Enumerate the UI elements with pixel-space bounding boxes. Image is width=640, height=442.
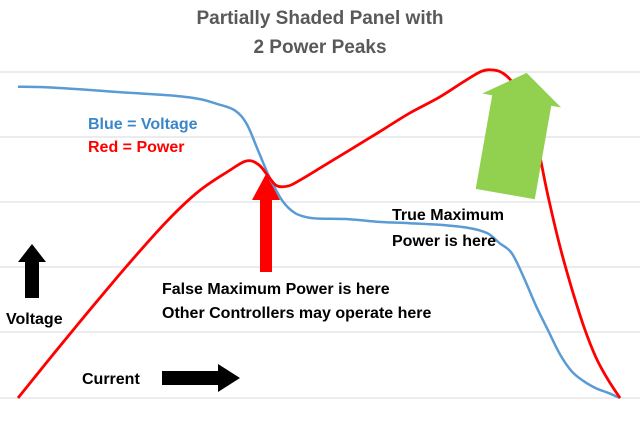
true-max-arrow [475, 72, 562, 200]
current-right-arrow [162, 364, 240, 392]
gridlines [0, 71, 640, 399]
x-axis-label: Current [82, 371, 140, 388]
power-line [16, 68, 622, 399]
true-max-label-line-2: Power is here [392, 233, 496, 250]
voltage-line [17, 85, 621, 400]
true-max-label-line-1: True Maximum [392, 207, 504, 224]
legend-voltage: Blue = Voltage [88, 116, 198, 133]
series-group [16, 68, 622, 400]
chart-title-line-1: Partially Shaded Panel with [196, 8, 443, 29]
voltage-up-arrow [18, 244, 46, 298]
y-axis-label: Voltage [6, 311, 63, 328]
false-max-arrow [252, 174, 280, 272]
false-max-label-line-2: Other Controllers may operate here [162, 305, 432, 322]
chart-title-line-2: 2 Power Peaks [253, 37, 386, 58]
legend-power: Red = Power [88, 139, 184, 156]
false-max-label-line-1: False Maximum Power is here [162, 281, 390, 298]
